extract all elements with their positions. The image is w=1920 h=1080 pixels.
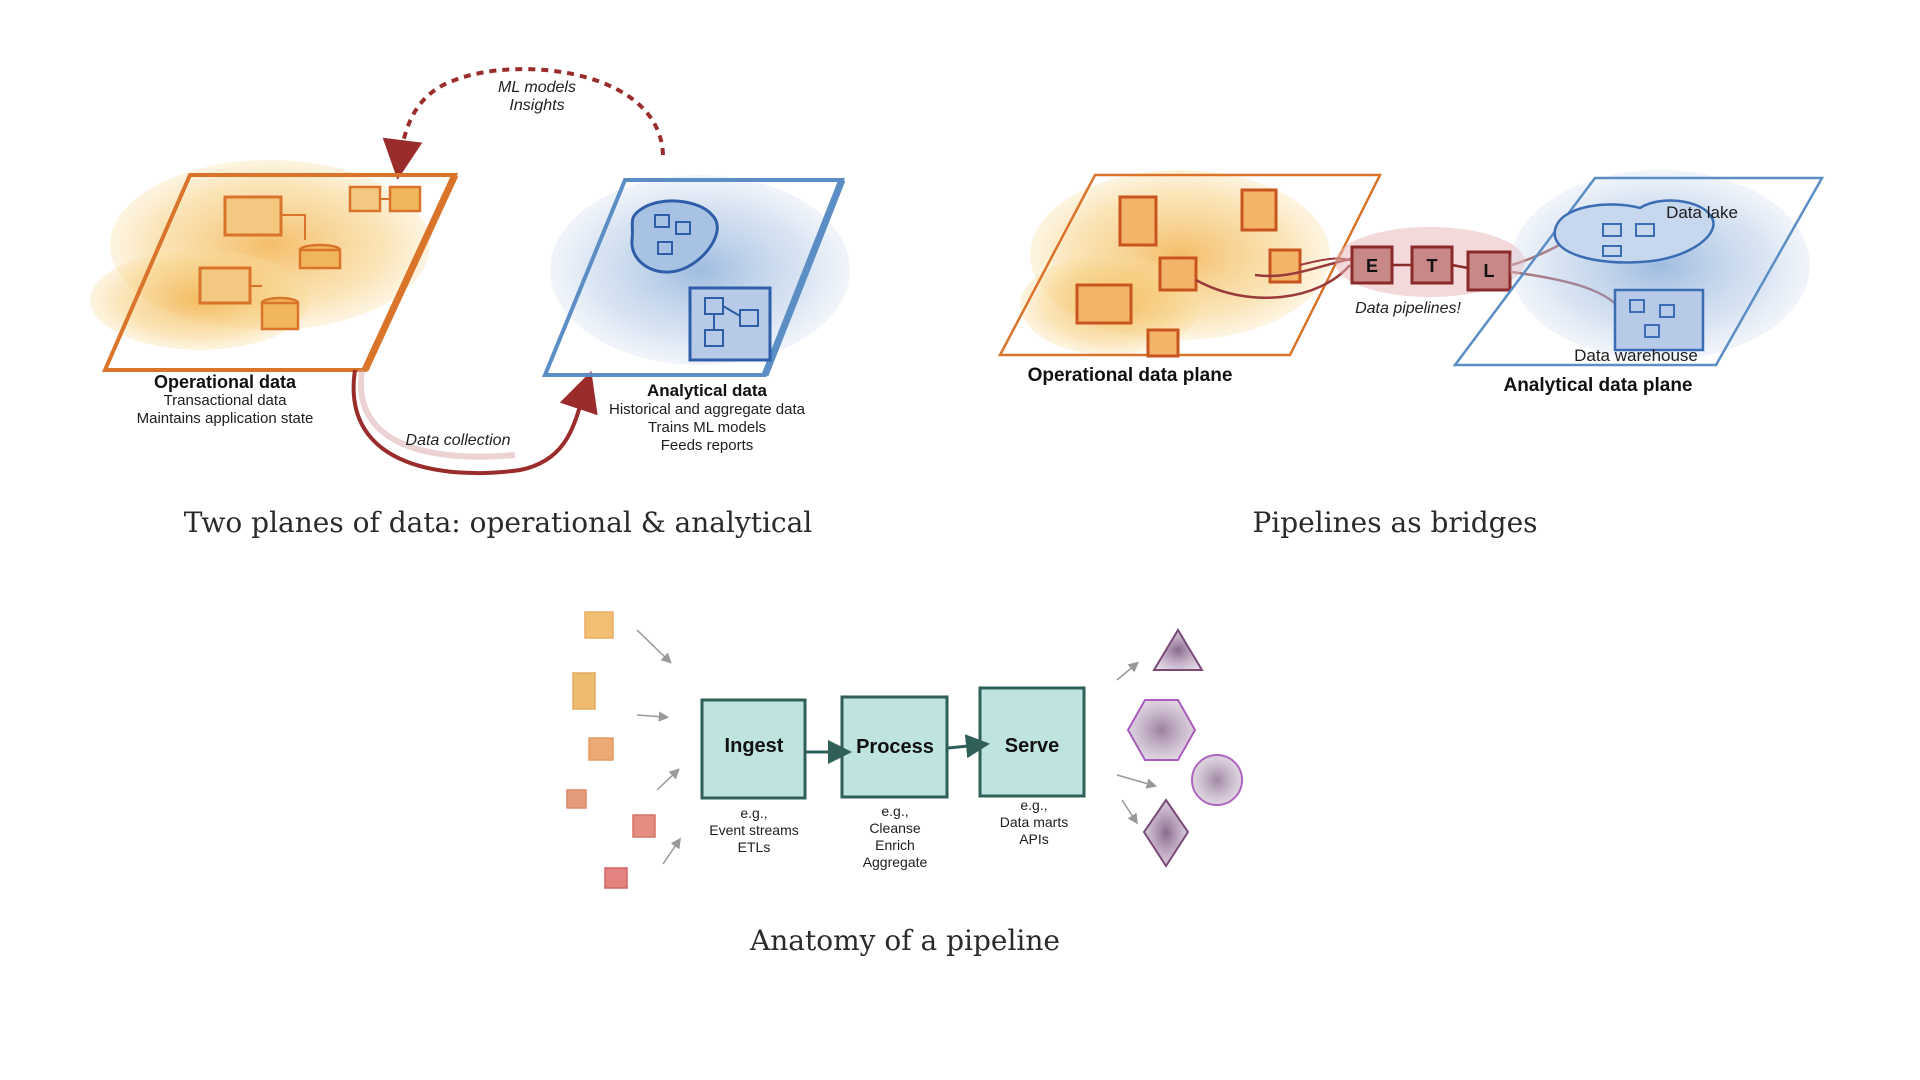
database-icon [1146, 328, 1180, 358]
data-collection-label: Data collection [406, 432, 511, 449]
process-example-line2: Cleanse [869, 820, 921, 836]
ingest-example-line2: Event streams [709, 822, 798, 838]
operational-system-icon [198, 266, 252, 305]
data-pipelines-label: Data pipelines! [1355, 300, 1461, 317]
operational-system-icon [1075, 283, 1133, 325]
caption-anatomy-of-a-pipeline: Anatomy of a pipeline [749, 924, 1060, 957]
analytical-data-plane [1452, 170, 1825, 367]
input-source-square [588, 737, 614, 761]
etl-pipeline: E T L [1335, 227, 1525, 297]
process-example-line4: Aggregate [863, 854, 928, 870]
input-source-square [566, 789, 587, 809]
analytical-data-plane-label: Analytical data plane [1503, 375, 1692, 396]
serve-example-line2: Data marts [1000, 814, 1068, 830]
process-example-line1: e.g., [881, 803, 908, 819]
analytical-data-line1: Historical and aggregate data [609, 401, 806, 418]
input-source-square [584, 611, 614, 639]
output-hexagon [1126, 699, 1197, 761]
data-warehouse-label: Data warehouse [1574, 346, 1698, 365]
operational-data-line1: Transactional data [164, 392, 288, 409]
data-lake-icon [1553, 199, 1715, 264]
database-icon [388, 185, 422, 213]
operational-system-icon [1118, 195, 1158, 247]
output-circle [1191, 754, 1243, 806]
etl-load-box [1466, 250, 1512, 292]
panel-anatomy-of-a-pipeline: Ingest Process Serve e.g., Event streams… [566, 611, 1243, 957]
panel-pipelines-as-bridges: Operational data plane E T L Data pipeli… [997, 170, 1825, 539]
analytical-data-line2: Trains ML models [648, 419, 766, 436]
operational-plane [90, 160, 459, 372]
panel-two-planes: ML models Insights Operational data Tran… [90, 67, 850, 539]
serve-example-line1: e.g., [1020, 797, 1047, 813]
operational-system-icon [348, 185, 382, 213]
data-warehouse-icon [688, 286, 772, 362]
process-stage-box [840, 695, 949, 799]
process-example-line3: Enrich [875, 837, 915, 853]
input-source-square [604, 867, 628, 889]
output-diamond [1142, 798, 1190, 868]
operational-data-title: Operational data [154, 372, 297, 392]
operational-data-line2: Maintains application state [137, 410, 314, 427]
serve-stage-title: Serve [1005, 735, 1060, 757]
data-lake-icon [630, 199, 719, 274]
process-stage-title: Process [856, 736, 934, 758]
database-icon [1268, 248, 1302, 284]
serve-example-line3: APIs [1019, 831, 1049, 847]
etl-load-label: L [1484, 261, 1495, 281]
ingest-example-line1: e.g., [740, 805, 767, 821]
operational-system-icon [223, 195, 283, 237]
etl-extract-label: E [1366, 256, 1378, 276]
analytical-data-line3: Feeds reports [661, 437, 754, 454]
data-warehouse-icon [1613, 288, 1705, 352]
input-source-square [632, 814, 656, 838]
operational-data-plane-label: Operational data plane [1028, 365, 1233, 386]
caption-pipelines-as-bridges: Pipelines as bridges [1252, 506, 1537, 539]
database-icon [1158, 256, 1198, 292]
data-collection-arrow [351, 369, 598, 476]
operational-system-icon [1240, 188, 1278, 232]
caption-two-planes: Two planes of data: operational & analyt… [184, 506, 813, 539]
ingest-example-line3: ETLs [738, 839, 771, 855]
etl-transform-label: T [1427, 256, 1438, 276]
ingest-stage-box [700, 698, 807, 800]
feedback-label-line2: Insights [509, 97, 564, 114]
input-arrows [636, 629, 681, 865]
process-to-serve-arrow [947, 734, 990, 759]
serve-stage-box [978, 686, 1086, 798]
analytical-plane [542, 175, 850, 377]
ingest-stage-title: Ingest [725, 735, 784, 757]
input-source-square [572, 672, 596, 710]
output-arrows [1116, 661, 1158, 825]
operational-data-plane [997, 170, 1383, 358]
analytical-data-title: Analytical data [647, 381, 768, 400]
data-lake-label: Data lake [1666, 203, 1738, 222]
feedback-label-line1: ML models [498, 79, 576, 96]
output-triangle [1152, 628, 1204, 671]
input-sources [566, 611, 656, 889]
feedback-arrow [382, 67, 665, 180]
